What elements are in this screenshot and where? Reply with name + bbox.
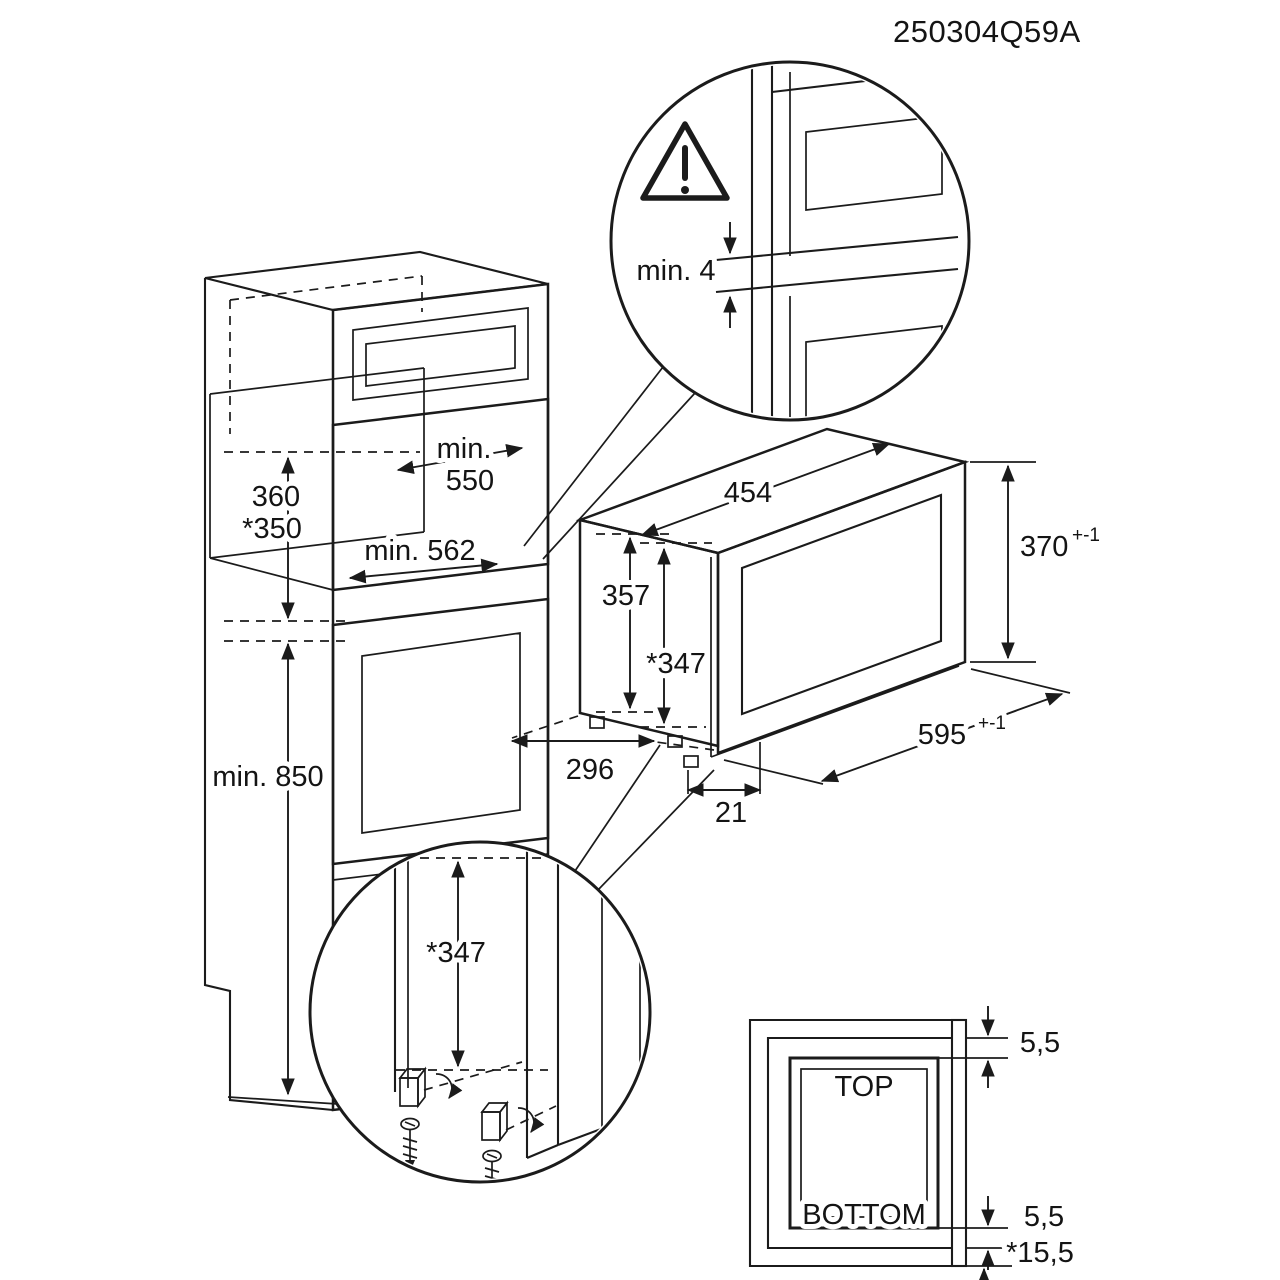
dim-oven-width-454: 454	[724, 477, 772, 509]
cabinet-dimensions	[224, 444, 524, 1105]
dim-gap-min4: min. 4	[637, 255, 716, 287]
dim-niche-width-value: 550	[446, 465, 494, 497]
tall-cabinet-drawing	[203, 250, 550, 1112]
side-view-labels: TOP BOTTOM 5,5 5,5 *15,5	[797, 1022, 1079, 1274]
mounting-detail-callout: *347	[308, 744, 715, 1184]
oven-foot	[667, 735, 683, 748]
dim-niche-height-alt: *350	[242, 513, 302, 545]
gap-detail-callout: min. 4	[523, 60, 971, 560]
callout-leader-line	[574, 744, 661, 872]
dim-offset-155: *15,5	[1006, 1237, 1074, 1269]
dim-mounting-347: *347	[426, 937, 486, 969]
front-frame-strip	[950, 1018, 968, 1268]
dim-gap-top-55: 5,5	[1020, 1027, 1060, 1059]
cabinet-dimension-labels: min. 550 min. 562 360 *350 min. 850	[207, 428, 499, 798]
doc-number: 250304Q59A	[893, 14, 1081, 49]
dim-niche-height: 360	[252, 481, 300, 513]
rotate-arrow-icon	[517, 1107, 545, 1133]
dim-front-height-tol: +-1	[1072, 525, 1100, 546]
dim-front-height-370: 370	[1020, 531, 1068, 563]
label-bottom: BOTTOM	[802, 1199, 926, 1231]
callout-leader-line	[597, 769, 715, 891]
oven-foot	[683, 755, 699, 768]
rotate-arrow-icon	[435, 1073, 463, 1099]
wall-plug-icon	[398, 1066, 463, 1109]
dim-niche-depth: min. 562	[364, 535, 475, 567]
dim-gap-bottom-55: 5,5	[1024, 1201, 1064, 1233]
appliance-outline	[788, 1056, 940, 1230]
dim-floor-clearance: min. 850	[212, 761, 323, 793]
oven-foot	[589, 716, 605, 729]
warning-icon	[640, 121, 730, 201]
oven-dimensions	[510, 443, 1071, 797]
wall-plug-icon-2	[480, 1100, 545, 1143]
side-view-drawing	[748, 1006, 1012, 1280]
screw-icon-2	[482, 1149, 502, 1179]
dim-oven-depth-296: 296	[566, 754, 614, 786]
dim-niche-width-label: min.	[437, 433, 492, 465]
callout-leader-line	[542, 392, 696, 560]
dim-oven-height-357: 357	[602, 580, 650, 612]
label-top: TOP	[834, 1071, 893, 1103]
dim-front-width-tol: +-1	[978, 713, 1006, 734]
dim-oven-height-347: *347	[646, 648, 706, 680]
dim-front-width-595: 595	[918, 719, 966, 751]
callout-leader-line	[523, 366, 664, 547]
detail-circle-mounting	[308, 840, 652, 1184]
oven-dimension-labels: 454 357 *347 370 +-1 595 +-1 296 21	[561, 472, 1105, 834]
dim-overlap-21: 21	[715, 797, 747, 829]
